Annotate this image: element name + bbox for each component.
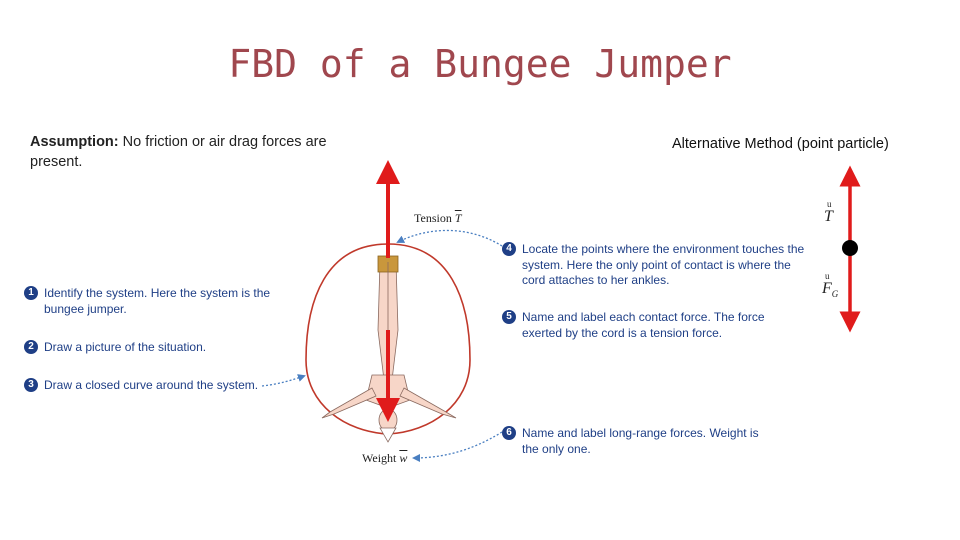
point-particle xyxy=(842,240,858,256)
tension-label: Tension T xyxy=(414,211,462,226)
alt-tension-symbol: T xyxy=(824,208,833,225)
step-text: Name and label each contact force. The f… xyxy=(522,310,765,340)
weight-label: Weight w xyxy=(362,451,407,466)
step-text: Identify the system. Here the system is … xyxy=(44,286,270,316)
leader-to-weight xyxy=(414,432,502,458)
weight-label-text: Weight xyxy=(362,451,396,465)
step-number: 2 xyxy=(24,340,38,354)
step-number: 4 xyxy=(502,242,516,256)
step-text: Locate the points where the environment … xyxy=(522,242,804,287)
tension-symbol: T xyxy=(455,211,462,225)
step-number: 1 xyxy=(24,286,38,300)
step-number: 5 xyxy=(502,310,516,324)
alt-weight-symbol: F xyxy=(822,280,832,297)
step-number: 6 xyxy=(502,426,516,440)
weight-symbol: w xyxy=(399,451,407,465)
tension-label-text: Tension xyxy=(414,211,452,225)
step-text: Name and label long-range forces. Weight… xyxy=(522,426,759,456)
step-text: Draw a closed curve around the system. xyxy=(44,378,258,392)
leader-to-tension xyxy=(398,230,502,246)
step-text: Draw a picture of the situation. xyxy=(44,340,206,354)
alt-weight-subscript: G xyxy=(832,289,839,299)
step-number: 3 xyxy=(24,378,38,392)
